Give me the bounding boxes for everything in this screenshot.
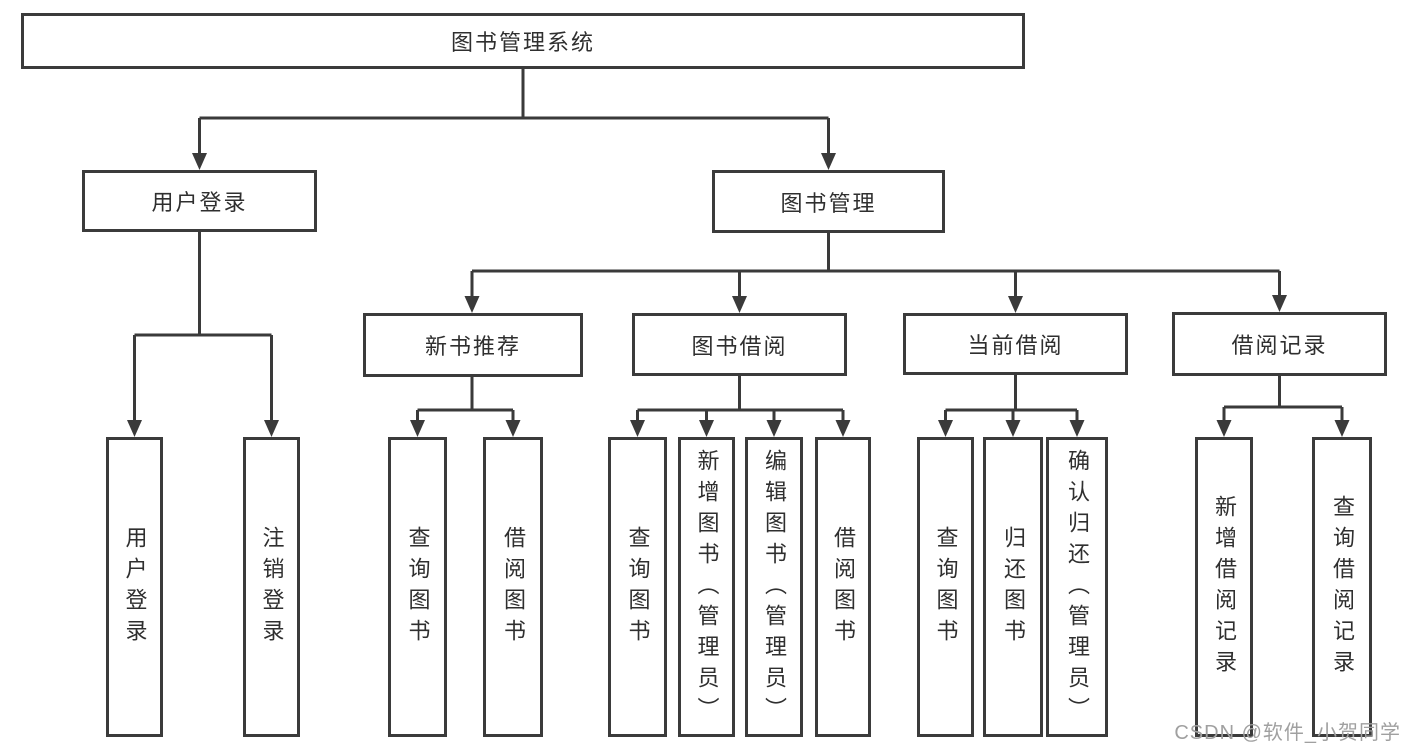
arrowheads bbox=[127, 153, 1350, 437]
arrow-down-icon bbox=[192, 153, 207, 170]
arrow-down-icon bbox=[1069, 420, 1085, 437]
arrow-down-icon bbox=[1008, 296, 1023, 313]
leaf-return-book: 归还图书 bbox=[983, 437, 1043, 737]
connector-borrowrecord-to-leaves bbox=[1222, 376, 1344, 428]
leaf-user-login: 用户登录 bbox=[106, 437, 163, 737]
node-book-borrow: 图书借阅 bbox=[632, 313, 847, 376]
arrow-down-icon bbox=[1005, 420, 1021, 437]
csdn-watermark: CSDN @软件_小贺同学 bbox=[1174, 722, 1401, 744]
node-book-management: 图书管理 bbox=[712, 170, 945, 233]
arrow-down-icon bbox=[732, 296, 747, 313]
node-system-root: 图书管理系统 bbox=[21, 13, 1025, 69]
leaf-borrow-book: 借阅图书 bbox=[815, 437, 871, 737]
arrow-down-icon bbox=[766, 420, 782, 437]
arrow-down-icon bbox=[127, 420, 142, 437]
connector-bookborrow-to-leaves bbox=[636, 376, 845, 428]
node-current-borrow: 当前借阅 bbox=[903, 313, 1128, 375]
leaf-borrow-book-recommend: 借阅图书 bbox=[483, 437, 543, 737]
arrow-down-icon bbox=[264, 420, 279, 437]
arrow-down-icon bbox=[410, 420, 425, 437]
leaf-add-borrow-record: 新增借阅记录 bbox=[1195, 437, 1253, 737]
connector-root-to-level2 bbox=[198, 69, 830, 160]
connector-bookmgmt-to-level3 bbox=[470, 233, 1281, 304]
node-new-book-recommend: 新书推荐 bbox=[363, 313, 583, 377]
leaf-query-book-borrow: 查询图书 bbox=[608, 437, 667, 737]
connector-newbook-to-leaves bbox=[416, 377, 515, 428]
leaf-query-borrow-record: 查询借阅记录 bbox=[1312, 437, 1372, 737]
arrow-down-icon bbox=[835, 420, 851, 437]
leaf-logout: 注销登录 bbox=[243, 437, 300, 737]
arrow-down-icon bbox=[464, 296, 480, 313]
leaf-confirm-return-admin: 确认归还（管理员） bbox=[1046, 437, 1108, 737]
connector-currentborrow-to-leaves bbox=[944, 375, 1079, 428]
arrow-down-icon bbox=[699, 420, 714, 437]
arrow-down-icon bbox=[1216, 420, 1232, 437]
arrow-down-icon bbox=[938, 420, 953, 437]
leaf-query-book-recommend: 查询图书 bbox=[388, 437, 447, 737]
leaf-add-book-admin: 新增图书（管理员） bbox=[678, 437, 735, 737]
arrow-down-icon bbox=[630, 420, 645, 437]
arrow-down-icon bbox=[505, 420, 521, 437]
node-borrow-record: 借阅记录 bbox=[1172, 312, 1387, 376]
leaf-edit-book-admin: 编辑图书（管理员） bbox=[745, 437, 803, 737]
leaf-query-book-current: 查询图书 bbox=[917, 437, 974, 737]
arrow-down-icon bbox=[1272, 295, 1287, 312]
arrow-down-icon bbox=[1334, 420, 1350, 437]
connector-userlogin-to-leaves bbox=[133, 232, 273, 428]
node-user-login: 用户登录 bbox=[82, 170, 317, 232]
arrow-down-icon bbox=[821, 153, 836, 170]
